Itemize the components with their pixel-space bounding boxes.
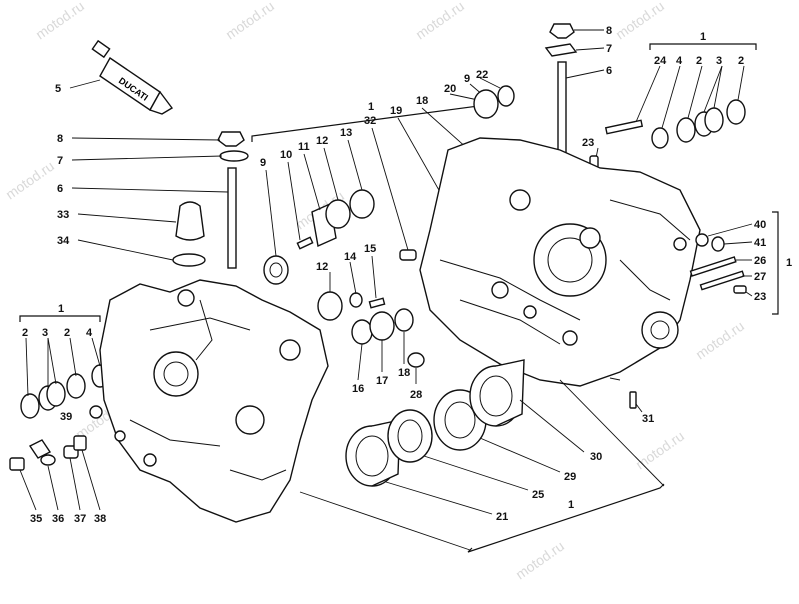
dowel-pin xyxy=(399,249,417,261)
callout-2-right-a: 2 xyxy=(696,55,702,67)
callout-4-left: 4 xyxy=(86,327,93,339)
callout-30: 30 xyxy=(590,451,602,463)
callout-1-right: 1 xyxy=(700,31,706,43)
callout-6-right: 6 xyxy=(606,65,612,77)
callout-9-b: 9 xyxy=(464,73,470,85)
callout-6-left: 6 xyxy=(57,183,63,195)
right-stud-stack xyxy=(544,23,578,159)
watermark: motod.ru xyxy=(33,0,87,42)
callout-1-top: 1 xyxy=(368,101,374,113)
left-stud-stack xyxy=(172,131,249,269)
right-crankcase-half xyxy=(419,137,701,387)
callout-15: 15 xyxy=(364,243,376,255)
callout-11: 11 xyxy=(298,141,310,153)
callout-27: 27 xyxy=(754,271,766,283)
callout-16: 16 xyxy=(352,383,364,395)
callout-37: 37 xyxy=(74,513,86,525)
callout-1-bottom: 1 xyxy=(568,499,574,511)
callout-41: 41 xyxy=(754,237,766,249)
watermark: motod.ru xyxy=(223,0,277,42)
group-bracket-side xyxy=(772,211,779,315)
sealant-tube: DUCATI xyxy=(91,39,174,115)
callout-14: 14 xyxy=(344,251,357,263)
callout-29: 29 xyxy=(564,471,576,483)
watermark: motod.ru xyxy=(633,428,687,473)
left-crankcase-half xyxy=(89,279,329,523)
callout-1-side: 1 xyxy=(786,257,792,269)
callout-28: 28 xyxy=(410,389,422,401)
callout-18-b: 18 xyxy=(398,367,410,379)
callout-3-left: 3 xyxy=(42,327,48,339)
drain-plug-parts xyxy=(9,435,87,471)
callout-39: 39 xyxy=(60,411,72,423)
callout-23-top: 23 xyxy=(582,137,594,149)
callout-35: 35 xyxy=(30,513,42,525)
callout-24: 24 xyxy=(654,55,667,67)
callout-5: 5 xyxy=(55,83,61,95)
callout-4-right: 4 xyxy=(676,55,683,67)
watermark: motod.ru xyxy=(613,0,667,42)
callout-12-b: 12 xyxy=(316,261,328,273)
callout-7-right: 7 xyxy=(606,43,612,55)
watermark: motod.ru xyxy=(693,318,747,363)
callout-36: 36 xyxy=(52,513,64,525)
callout-2-right-b: 2 xyxy=(738,55,744,67)
callout-25: 25 xyxy=(532,489,544,501)
group-bracket-right xyxy=(649,43,757,50)
side-fasteners xyxy=(689,233,747,294)
callout-8-left: 8 xyxy=(57,133,63,145)
callout-2-left-a: 2 xyxy=(22,327,28,339)
ring-22 xyxy=(497,85,515,107)
bolt-31 xyxy=(629,391,637,409)
callout-3-right: 3 xyxy=(716,55,722,67)
right-bearing-rings xyxy=(604,99,746,149)
callout-38: 38 xyxy=(94,513,106,525)
watermark: motod.ru xyxy=(413,0,467,42)
callout-33: 33 xyxy=(57,209,69,221)
callout-7-left: 7 xyxy=(57,155,63,167)
callout-21: 21 xyxy=(496,511,508,523)
callout-19: 19 xyxy=(390,105,402,117)
callout-12-a: 12 xyxy=(316,135,328,147)
main-bearings xyxy=(345,359,525,487)
callout-8-right: 8 xyxy=(606,25,612,37)
callout-13: 13 xyxy=(340,127,352,139)
callout-20: 20 xyxy=(444,83,456,95)
shaft-bearings-upper xyxy=(263,189,375,285)
callout-1-left: 1 xyxy=(58,303,64,315)
callout-22: 22 xyxy=(476,69,488,81)
callout-18-a: 18 xyxy=(416,95,428,107)
callout-17: 17 xyxy=(376,375,388,387)
callout-9-a: 9 xyxy=(260,157,266,169)
watermark: motod.ru xyxy=(513,538,567,583)
callout-23-side: 23 xyxy=(754,291,766,303)
callout-34: 34 xyxy=(57,235,70,247)
callout-31: 31 xyxy=(642,413,654,425)
callout-26: 26 xyxy=(754,255,766,267)
callout-32: 32 xyxy=(364,115,376,127)
callout-2-left-b: 2 xyxy=(64,327,70,339)
shaft-bearings-lower xyxy=(317,291,425,368)
callout-10: 10 xyxy=(280,149,292,161)
bearing-20 xyxy=(473,89,499,119)
watermark: motod.ru xyxy=(3,158,57,203)
callout-40: 40 xyxy=(754,219,766,231)
group-bracket-left xyxy=(19,315,101,322)
